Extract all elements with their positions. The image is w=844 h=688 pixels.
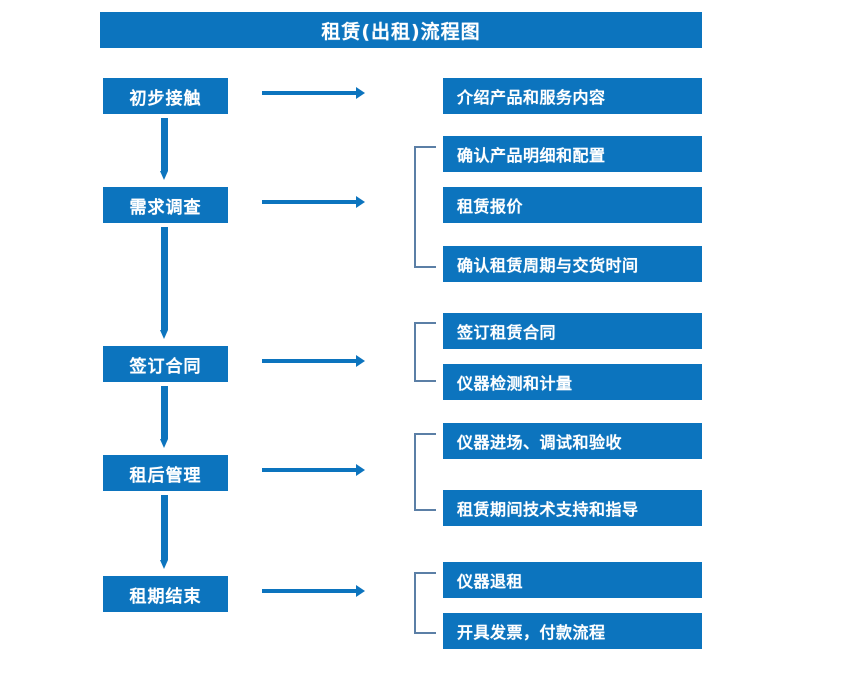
detail-box-10[interactable]: 开具发票，付款流程 <box>443 613 702 649</box>
group-bracket-4 <box>414 572 436 634</box>
detail-box-2[interactable]: 确认产品明细和配置 <box>443 136 702 172</box>
stage-box-3[interactable]: 签订合同 <box>103 346 228 382</box>
group-bracket-1 <box>414 146 436 268</box>
detail-box-9[interactable]: 仪器退租 <box>443 562 702 598</box>
detail-box-6[interactable]: 仪器检测和计量 <box>443 364 702 400</box>
detail-box-8[interactable]: 租赁期间技术支持和指导 <box>443 490 702 526</box>
down-arrow-icon-3 <box>160 386 169 448</box>
right-arrow-icon-2 <box>262 196 365 208</box>
down-arrow-icon-1 <box>160 118 169 180</box>
stage-box-2[interactable]: 需求调查 <box>103 187 228 223</box>
right-arrow-icon-4 <box>262 464 365 476</box>
down-arrow-icon-4 <box>160 495 169 569</box>
detail-box-5[interactable]: 签订租赁合同 <box>443 313 702 349</box>
stage-box-1[interactable]: 初步接触 <box>103 78 228 114</box>
right-arrow-icon-3 <box>262 355 365 367</box>
page-title: 租赁(出租)流程图 <box>100 12 702 48</box>
group-bracket-2 <box>414 322 436 382</box>
stage-box-5[interactable]: 租期结束 <box>103 576 228 612</box>
stage-box-4[interactable]: 租后管理 <box>103 455 228 491</box>
detail-box-1[interactable]: 介绍产品和服务内容 <box>443 78 702 114</box>
group-bracket-3 <box>414 433 436 511</box>
detail-box-3[interactable]: 租赁报价 <box>443 187 702 223</box>
right-arrow-icon-1 <box>262 87 365 99</box>
down-arrow-icon-2 <box>160 227 169 339</box>
detail-box-7[interactable]: 仪器进场、调试和验收 <box>443 423 702 459</box>
right-arrow-icon-5 <box>262 585 365 597</box>
detail-box-4[interactable]: 确认租赁周期与交货时间 <box>443 246 702 282</box>
